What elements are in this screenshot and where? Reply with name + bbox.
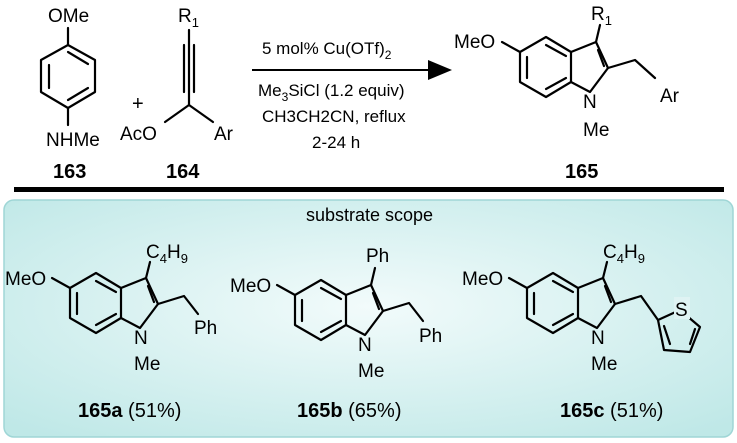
- product-meo-label: MeO: [454, 32, 495, 53]
- n-label-165a: N: [134, 328, 148, 349]
- compound-id-164: 164: [166, 161, 200, 183]
- reaction-arrow-group: 5 mol% Cu(OTf)2 Me3SiCl (1.2 equiv) CH3C…: [252, 39, 452, 152]
- meo-bond-165b: [275, 283, 297, 297]
- substrate-scope-panel: [3, 199, 734, 438]
- nhme-label: NHMe: [46, 130, 100, 151]
- benzo-inner-165a: [75, 279, 118, 327]
- reactant-163: OMe NHMe 163: [39, 6, 100, 183]
- meo-label-165c: MeO: [462, 269, 503, 290]
- s-label-bg-165c: [674, 297, 690, 319]
- product-ar-label: Ar: [660, 86, 680, 107]
- meo-bond-165c: [507, 276, 529, 290]
- n-label-165b: N: [358, 335, 372, 356]
- benzyl-bond-165b: [381, 301, 425, 323]
- ch2-bond-165c: [613, 294, 660, 322]
- product-pyrrole-double: [596, 48, 606, 68]
- benzyl-bond-165a: [156, 294, 200, 316]
- benzo-inner-165c: [532, 279, 575, 327]
- c4h9-bond-165c: [601, 260, 609, 280]
- yield-label-165c: 165c (51%): [560, 400, 663, 422]
- product-meo-bond: [500, 40, 522, 54]
- ph-bond-165b: [369, 266, 377, 287]
- reactant-164: R1 AcO Ar 164: [120, 6, 234, 183]
- benzene-inner-bonds-163: [47, 50, 90, 102]
- s-label-165c: S: [675, 300, 688, 321]
- r1-label: R1: [178, 6, 199, 30]
- pyrrole-double-165b: [371, 291, 381, 311]
- yield-label-165a: 165a (51%): [78, 400, 181, 422]
- compound-165a: MeO C4H9 Ph N Me 165a (51%): [5, 242, 217, 422]
- me-label-165b: Me: [358, 361, 384, 382]
- product-benzo-inner: [525, 43, 568, 91]
- ar-label: Ar: [214, 124, 234, 145]
- me-label-165c: Me: [591, 354, 617, 375]
- pyrrole-double-165c: [603, 284, 613, 304]
- meo-label-165b: MeO: [230, 276, 271, 297]
- propargyl-bonds: [163, 103, 215, 124]
- meo-bond-165a: [50, 276, 72, 290]
- product-pyrrole-ring: [569, 40, 610, 94]
- condition-time: 2-24 h: [312, 133, 360, 152]
- condition-solvent: CH3CH2CN, reflux: [262, 107, 406, 126]
- benzo-inner-165b: [300, 286, 343, 334]
- pyrrole-double-165a: [146, 284, 156, 304]
- product-r1-label: R1: [591, 4, 612, 28]
- condition-catalyst: 5 mol% Cu(OTf)2: [262, 39, 392, 62]
- compound-id-163: 163: [53, 161, 86, 183]
- scheme-divider: [14, 187, 724, 192]
- scope-title: substrate scope: [306, 205, 433, 225]
- ph-label-165a: Ph: [194, 318, 217, 339]
- ph-label-165b: Ph: [419, 326, 442, 347]
- c4h9-label-165a: C4H9: [146, 242, 188, 266]
- product-ch2-bond: [606, 58, 657, 80]
- ph-top-label-165b: Ph: [366, 246, 389, 267]
- condition-additive: Me3SiCl (1.2 equiv): [258, 81, 405, 104]
- product-165: MeO R1 Ar N Me 165: [454, 4, 680, 183]
- compound-165c: MeO C4H9 S N Me 165c (51%): [462, 242, 702, 422]
- compound-id-165: 165: [565, 161, 598, 183]
- product-n-label: N: [583, 92, 597, 113]
- me-label-165a: Me: [134, 354, 160, 375]
- n-label-165c: N: [591, 328, 605, 349]
- yield-label-165b: 165b (65%): [297, 400, 402, 422]
- product-r1-bond: [594, 23, 602, 44]
- compound-165b: MeO Ph Ph N Me 165b (65%): [230, 246, 442, 422]
- ome-label: OMe: [48, 6, 89, 27]
- aco-label: AcO: [120, 124, 157, 145]
- meo-label-165a: MeO: [5, 269, 46, 290]
- alkyne-triple-lines: [182, 43, 196, 94]
- thiophene-double-165c: [662, 324, 697, 346]
- c4h9-label-165c: C4H9: [603, 242, 645, 266]
- plus-sign: +: [132, 93, 144, 115]
- product-me-label: Me: [583, 120, 609, 141]
- c4h9-bond-165a: [144, 260, 152, 280]
